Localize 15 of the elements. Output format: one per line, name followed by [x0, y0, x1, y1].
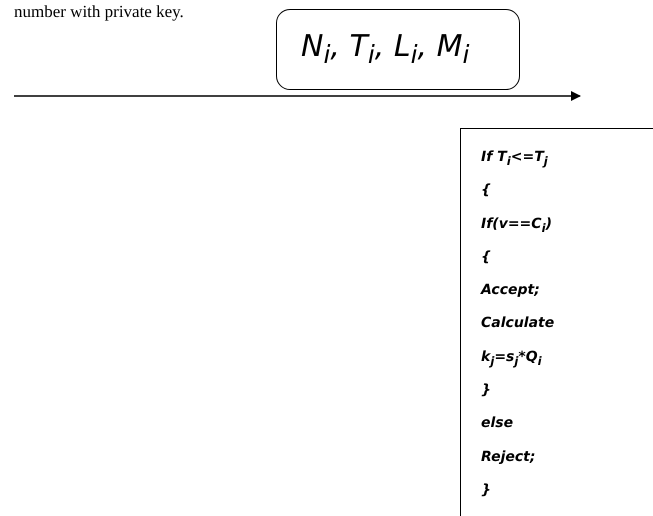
- code-line: }: [481, 480, 491, 500]
- code-line: Accept;: [481, 281, 540, 300]
- note-text: number with private key.: [14, 2, 184, 22]
- code-line: k$_{j}$=s$_{j}$*Q$_{i}$: [481, 348, 542, 370]
- code-line: Reject;: [481, 448, 536, 467]
- code-line: }: [481, 381, 491, 400]
- code-line: else: [481, 414, 514, 434]
- code-line: {: [481, 181, 491, 200]
- code-line: {: [481, 248, 491, 267]
- code-line: Calculate: [481, 314, 554, 334]
- process-box: [460, 128, 653, 516]
- code-line: If(v==C$_{i}$): [481, 214, 552, 236]
- message-text: N$_{i}$, T$_{i}$, L$_{i}$, M$_{i}$: [301, 28, 470, 70]
- message-box: [276, 9, 520, 90]
- code-line: If T$_{i}$<=T$_{j}$: [481, 148, 548, 170]
